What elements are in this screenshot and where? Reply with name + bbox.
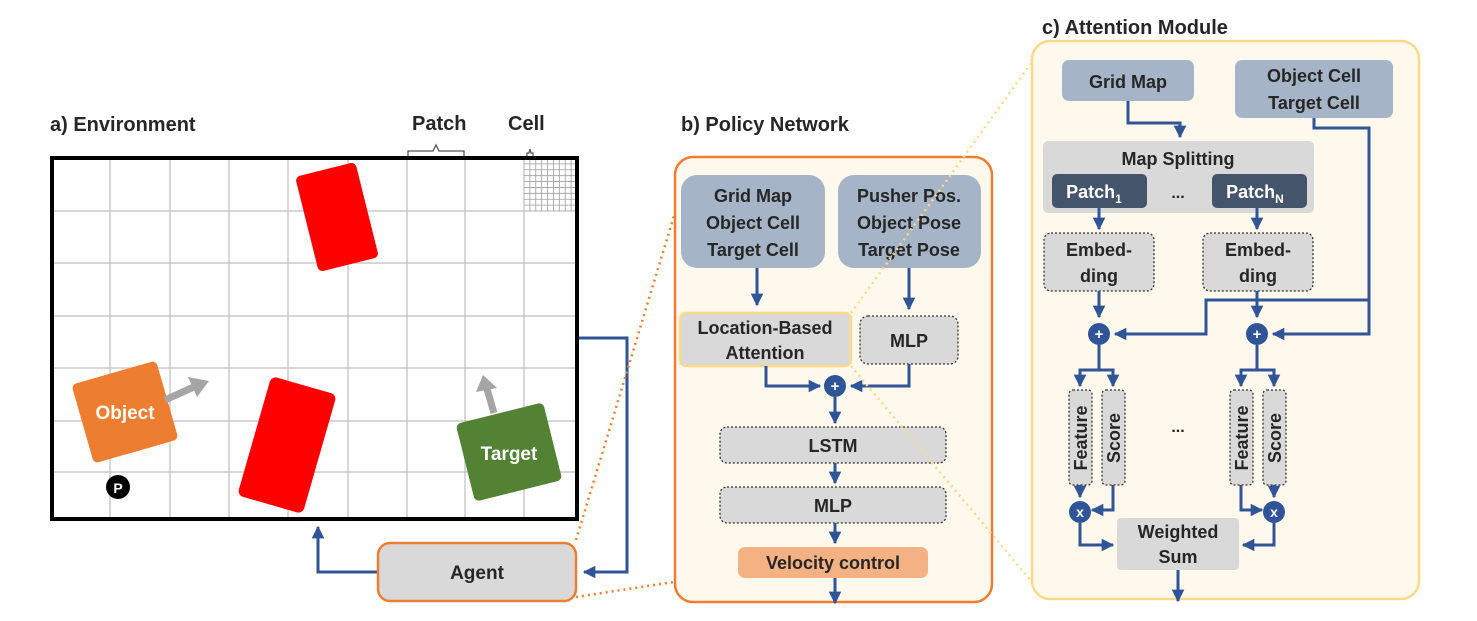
plus-node-label: + [1253,326,1262,343]
flow-arrow [1239,485,1264,517]
policy-input-line: Target Pose [858,240,960,260]
flow-arrow [1234,345,1259,388]
mult-node-1 [1069,501,1091,523]
patch-n-label: PatchN [1226,182,1284,206]
embedding-line: Embed- [1066,240,1132,260]
cells-to-plus-arrow [1113,298,1369,341]
patch-label: Patch [412,113,466,135]
grid-map-label: Grid Map [1089,72,1167,92]
flow-arrow [1241,523,1276,552]
mult-node-n [1263,501,1285,523]
embedding-line: ding [1239,266,1277,286]
grid-map-box [1062,60,1194,101]
object-motion-arrow [163,382,198,404]
mlp-label-2: MLP [814,496,852,516]
mlp-label-1: MLP [890,331,928,351]
policy-input-maps [681,175,825,268]
policy-title: b) Policy Network [681,114,850,136]
plus-node-label: + [1095,326,1104,343]
policy-input-line: Grid Map [714,186,792,206]
cells-line: Object Cell [1267,66,1361,86]
patch-1-box [1052,174,1147,208]
map-splitting-label: Map Splitting [1122,149,1235,169]
flow-arrow [1090,485,1115,517]
agent-label: Agent [450,563,505,584]
policy-input-line: Target Cell [707,240,799,260]
velocity-label: Velocity control [766,553,900,573]
lstm-label: LSTM [809,436,858,456]
environment-title: a) Environment [50,114,196,136]
weighted-sum-line: Sum [1158,547,1197,567]
obstacle-box [296,163,378,271]
feature-label: Feature [1071,405,1091,470]
object-motion-arrowhead [188,377,209,397]
lstm-box [719,426,947,464]
mlp-box-2 [719,486,947,524]
pusher-marker [106,475,130,499]
policy-input-line: Pusher Pos. [857,186,961,206]
embedding-line: ding [1080,266,1118,286]
location-attention-line: Location-Based [697,318,832,338]
score-label: Score [1104,413,1124,463]
patch-1-label: Patch1 [1066,182,1122,206]
mult-node-label: x [1270,504,1278,520]
target-motion-arrow [483,388,498,414]
flow-arrow [1257,368,1281,388]
cell-brace [526,148,534,158]
target-block: Target [456,403,562,501]
agent-box [376,541,578,603]
cells-to-plus-arrow [1271,118,1371,341]
mult-node-label: x [1076,504,1084,520]
policy-input-line: Object Pose [857,213,961,233]
policy-input-poses [838,175,981,268]
env-to-agent-arrow [579,336,629,579]
cell-fine-grid [524,158,577,211]
velocity-box [738,547,928,578]
zoom-connector [850,365,1033,583]
embedding-line: Embed- [1225,240,1291,260]
policy-input-line: Object Cell [706,213,800,233]
sum-node [824,375,846,397]
weighted-sum-box [1117,518,1239,570]
zoom-connector [575,579,681,599]
flow-arrow [1078,523,1115,552]
plus-node-n [1246,323,1268,345]
environment-grid [52,158,577,519]
sum-node-label: + [831,378,840,395]
cells-line: Target Cell [1268,93,1360,113]
weighted-sum-line: Weighted [1138,522,1219,542]
target-label: Target [481,444,538,465]
target-motion-arrowhead [476,375,497,392]
flow-arrow [1073,345,1101,388]
location-attention-line: Attention [726,343,805,363]
plus-node-1 [1088,323,1110,345]
pusher-label: P [113,480,122,496]
score-label: Score [1265,413,1285,463]
flow-arrow [1126,101,1187,139]
patch-n-box [1212,174,1307,208]
flow-arrow [849,364,911,393]
feature-label: Feature [1232,405,1252,470]
cell-label: Cell [508,113,545,135]
flow-arrow [1099,368,1120,388]
patch-ellipsis: ... [1171,185,1184,202]
environment-border [50,156,579,521]
patch-brace [407,143,465,158]
cells-box [1235,60,1393,118]
agent-to-env-arrow [311,525,378,574]
branch-ellipsis: ... [1171,419,1184,436]
obstacle-box [238,377,336,513]
flow-arrow [764,366,822,393]
mlp-box-1 [859,315,959,365]
object-label: Object [95,403,155,424]
object-block: Object [72,361,178,463]
attention-title: c) Attention Module [1042,17,1228,39]
